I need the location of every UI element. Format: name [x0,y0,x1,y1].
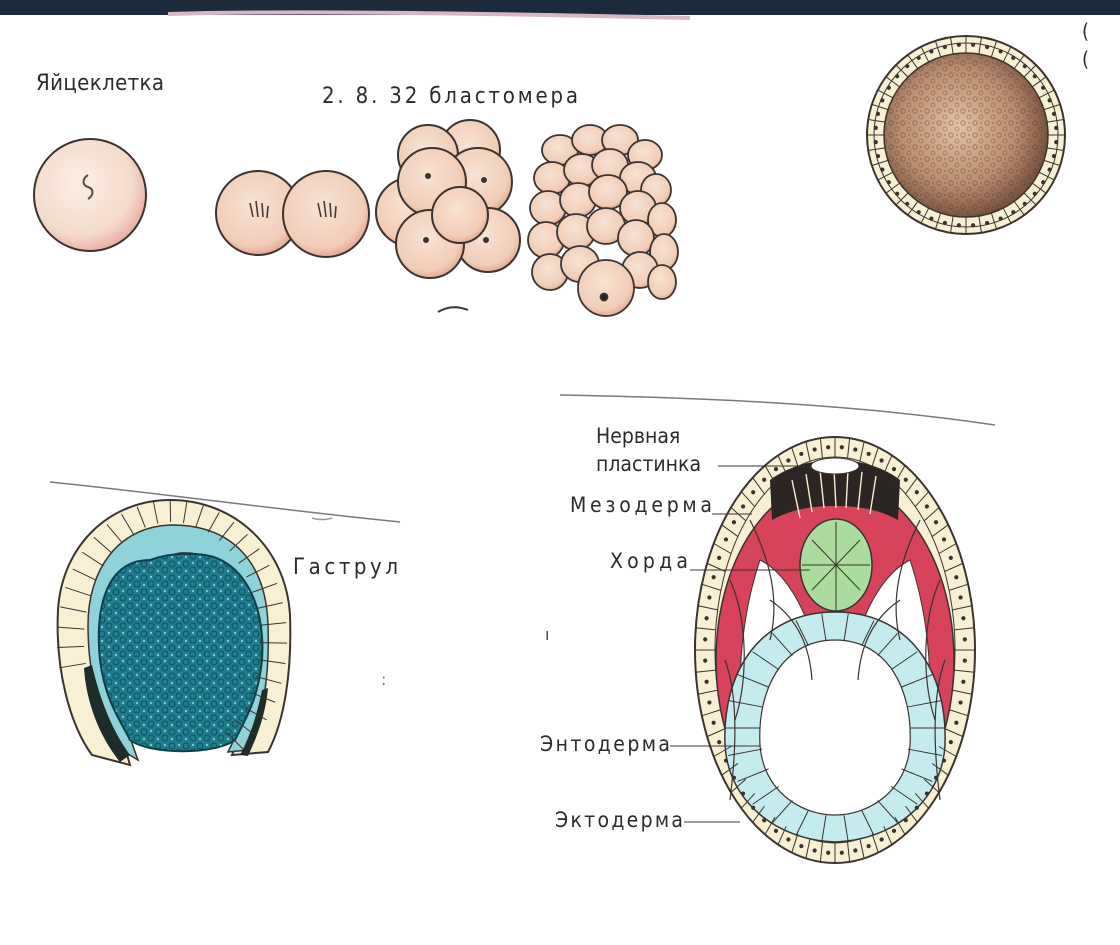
egg-label: Яйцеклетка [36,71,164,96]
stray-mark-1: ı [545,625,549,644]
squiggle-mark [438,307,468,312]
gastrula [57,500,290,765]
edge-fragment-2: ( [1082,47,1089,71]
neural-plate-label-line2: пластинка [596,452,701,476]
blastomeres-label: 2. 8. 32 бластомера [322,84,578,109]
egg-cell [34,139,146,251]
edge-fragment-1: ( [1082,19,1089,43]
neural-plate-label-line1: Нервная [596,424,680,448]
chorda-label: Хорда [610,549,688,573]
two-cell-stage [216,171,369,257]
mesoderm-label: Мезодерма [570,493,712,517]
gastrula-label: Гаструл [293,555,398,580]
ectoderm-label: Эктодерма [555,808,683,832]
gastrula-small-mark [312,518,332,520]
stray-mark-2: : [381,670,386,689]
thirty-two-cell-stage [528,125,678,316]
neurula-rule-line [560,395,995,425]
blastula [867,36,1065,234]
eight-cell-stage [376,120,520,278]
entoderm-label: Энтодерма [540,732,670,756]
neurula [695,437,975,863]
